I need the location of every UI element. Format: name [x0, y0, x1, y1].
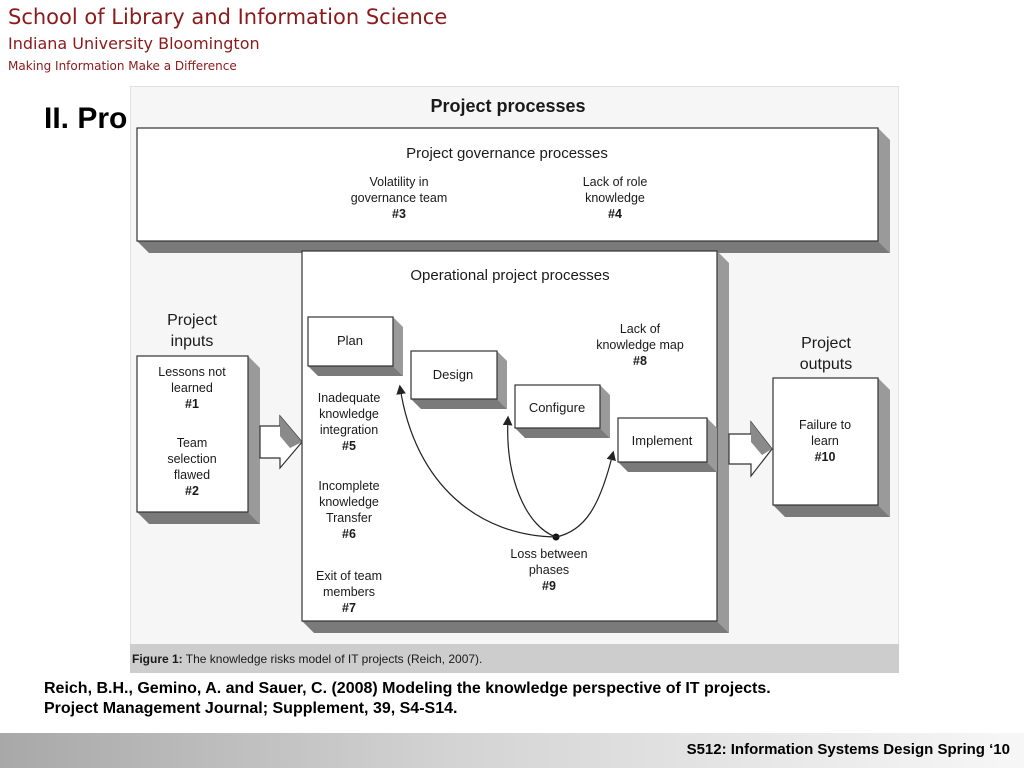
inputs-title-line2: inputs — [171, 333, 214, 350]
slide-title: II. Pro — [44, 102, 128, 135]
configure-box — [514, 384, 610, 438]
risk4-number: #4 — [608, 207, 622, 221]
risk5-line1: Inadequate — [318, 391, 381, 405]
caption-bar — [130, 644, 899, 673]
input-flow-arrow — [259, 414, 303, 470]
risk5-line2: knowledge — [319, 407, 379, 421]
risk3-number: #3 — [392, 207, 406, 221]
implement-label: Implement — [632, 433, 693, 448]
plan-label: Plan — [337, 333, 363, 348]
tagline: Making Information Make a Difference — [8, 59, 237, 73]
implement-box — [617, 417, 717, 472]
risk3-line2: governance team — [351, 191, 448, 205]
knowledge-risks-diagram: Project processes Project governance pro… — [130, 86, 899, 673]
citation-line1: Reich, B.H., Gemino, A. and Sauer, C. (2… — [44, 680, 771, 697]
outputs-title-line1: Project — [801, 335, 851, 352]
diagram-title: Project processes — [430, 96, 585, 116]
risk2-number: #2 — [185, 484, 199, 498]
plan-box — [307, 316, 403, 376]
risk9-line2: phases — [529, 563, 569, 577]
risk6-line1: Incomplete — [318, 479, 379, 493]
risk5-line3: integration — [320, 423, 378, 437]
governance-box — [136, 127, 890, 253]
university-name: Indiana University Bloomington — [8, 34, 260, 53]
risk7-line1: Exit of team — [316, 569, 382, 583]
risk6-line2: knowledge — [319, 495, 379, 509]
risk2-line3: flawed — [174, 468, 210, 482]
risk10-number: #10 — [815, 450, 836, 464]
loss-curve-to-implement — [555, 450, 616, 538]
governance-title: Project governance processes — [406, 145, 608, 162]
footer-bar: S512: Information Systems Design Spring … — [0, 733, 1024, 768]
citation-line2: Project Management Journal; Supplement, … — [44, 700, 458, 717]
loss-curve-to-plan — [396, 384, 557, 538]
loss-curve-to-design — [502, 415, 557, 538]
caption-text: The knowledge risks model of IT projects… — [183, 652, 483, 666]
design-box — [410, 350, 507, 409]
figure-caption: Figure 1: The knowledge risks model of I… — [132, 652, 482, 666]
risk6-number: #6 — [342, 527, 356, 541]
risk7-number: #7 — [342, 601, 356, 615]
knowledge-risks-figure: Project processes Project governance pro… — [130, 86, 899, 673]
risk4-line2: knowledge — [585, 191, 645, 205]
outputs-box — [772, 377, 890, 517]
risk8-line2: knowledge map — [596, 338, 684, 352]
risk8-number: #8 — [633, 354, 647, 368]
inputs-box — [136, 355, 260, 524]
risk2-line1: Team — [177, 436, 208, 450]
caption-label: Figure 1: — [132, 652, 183, 666]
risk4-line1: Lack of role — [583, 175, 648, 189]
operational-title: Operational project processes — [410, 267, 609, 284]
risk2-line2: selection — [167, 452, 216, 466]
risk5-number: #5 — [342, 439, 356, 453]
risk1-number: #1 — [185, 397, 199, 411]
risk6-line3: Transfer — [326, 511, 372, 525]
risk1-line2: learned — [171, 381, 213, 395]
design-label: Design — [433, 367, 473, 382]
output-flow-arrow — [728, 420, 773, 478]
outputs-title-line2: outputs — [800, 356, 852, 373]
risk3-line1: Volatility in — [369, 175, 428, 189]
configure-label: Configure — [529, 400, 585, 415]
risk9-number: #9 — [542, 579, 556, 593]
risk7-line2: members — [323, 585, 375, 599]
school-name: School of Library and Information Scienc… — [8, 5, 448, 29]
risk10-line1: Failure to — [799, 418, 851, 432]
risk10-line2: learn — [811, 434, 839, 448]
citation: Reich, B.H., Gemino, A. and Sauer, C. (2… — [44, 679, 984, 719]
risk1-line1: Lessons not — [158, 365, 226, 379]
risk9-line1: Loss between — [510, 547, 587, 561]
risk8-line1: Lack of — [620, 322, 661, 336]
footer-course-label: S512: Information Systems Design Spring … — [686, 741, 1010, 758]
inputs-title-line1: Project — [167, 312, 217, 329]
